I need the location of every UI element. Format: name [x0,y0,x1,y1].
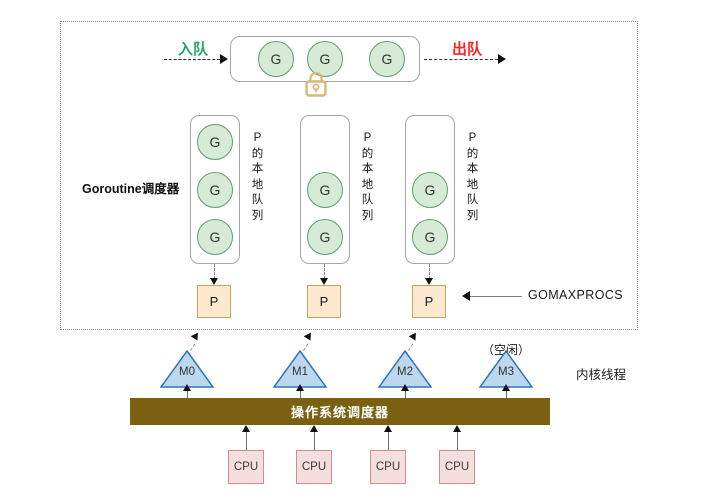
machine-to-os-line-3 [506,390,507,398]
os-scheduler-bar: 操作系统调度器 [130,398,550,425]
padlock-icon [303,70,329,98]
machine-3-label: M3 [498,366,514,378]
cpu-to-os-arrow-1 [310,425,318,432]
caption-char: 地 [361,178,374,191]
caption-char: 本 [466,163,479,175]
machine-to-os-arrow-0 [183,384,191,391]
cpu-to-os-arrow-0 [242,425,250,432]
machine-to-os-arrow-3 [502,384,510,391]
cpu-to-os-arrow-3 [453,425,461,432]
cpu-to-os-arrow-2 [384,425,392,432]
machine-2-label: M2 [397,366,413,378]
cpu-core-3[interactable]: CPU [439,450,475,484]
dequeue-arrow-line [424,59,498,60]
machine-to-os-line-2 [405,390,406,398]
dequeue-arrow-head [498,54,506,64]
caption-char: 队 [361,194,374,206]
machine-to-os-line-1 [300,390,301,398]
processor-to-machine-arrow-0 [190,330,202,341]
local-goroutine[interactable]: G [307,219,343,255]
caption-char: 队 [466,194,479,206]
local-goroutine[interactable]: G [197,172,233,208]
processor-0[interactable]: P [197,285,231,318]
cpu-to-os-line-2 [388,432,389,450]
machine-0-label: M0 [179,366,195,378]
local-goroutine[interactable]: G [412,219,448,255]
enqueue-arrow-line [164,59,220,60]
go-runtime-boundary [60,21,638,330]
cpu-core-2[interactable]: CPU [370,450,406,484]
cpu-core-1[interactable]: CPU [296,450,332,484]
global-goroutine[interactable]: G [258,41,294,77]
processor-2[interactable]: P [412,285,446,318]
local-goroutine[interactable]: G [197,124,233,160]
caption-char: 队 [251,194,264,206]
machine-to-os-line-0 [187,390,188,398]
gomaxprocs-leader-line [470,296,522,297]
caption-char: 的 [466,147,479,160]
processor-to-machine-arrow-1 [303,330,315,341]
caption-char: P [468,132,477,144]
cpu-to-os-line-3 [457,432,458,450]
machine-to-os-arrow-1 [296,384,304,391]
local-goroutine[interactable]: G [307,172,343,208]
local-queue-caption-2: P 的 本 地 队 列 [465,131,480,224]
queue-to-processor-connector-2 [429,264,430,279]
gomaxprocs-arrow-head [462,291,470,301]
cpu-to-os-line-1 [314,432,315,450]
processor-to-machine-arrow-2 [408,330,420,341]
caption-char: 地 [251,178,264,191]
local-queue-caption-0: P 的 本 地 队 列 [250,131,265,224]
caption-char: P [363,132,372,144]
machine-to-os-arrow-2 [401,384,409,391]
caption-char: 列 [361,209,374,222]
queue-to-processor-arrow-2 [425,278,433,285]
goroutine-scheduler-label: Goroutine调度器 [82,182,180,196]
caption-char: 的 [361,147,374,160]
queue-to-processor-connector-1 [324,264,325,279]
global-goroutine[interactable]: G [307,41,343,77]
processor-1[interactable]: P [307,285,341,318]
enqueue-arrow-head [220,54,228,64]
local-queue-caption-1: P 的 本 地 队 列 [360,131,375,224]
caption-char: 的 [251,147,264,160]
local-goroutine[interactable]: G [412,172,448,208]
gomaxprocs-label: GOMAXPROCS [528,288,623,302]
caption-char: 本 [251,163,264,175]
caption-char: 列 [466,209,479,222]
caption-char: P [253,132,262,144]
kernel-thread-label: 内核线程 [576,368,627,382]
queue-to-processor-arrow-0 [210,278,218,285]
global-goroutine[interactable]: G [369,41,405,77]
local-goroutine[interactable]: G [197,219,233,255]
enqueue-label: 入队 [178,41,209,58]
cpu-to-os-line-0 [246,432,247,450]
caption-char: 本 [361,163,374,175]
machine-1-label: M1 [292,366,308,378]
dequeue-label: 出队 [452,41,483,58]
queue-to-processor-connector-0 [214,264,215,279]
caption-char: 地 [466,178,479,191]
queue-to-processor-arrow-1 [320,278,328,285]
cpu-core-0[interactable]: CPU [228,450,264,484]
caption-char: 列 [251,209,264,222]
